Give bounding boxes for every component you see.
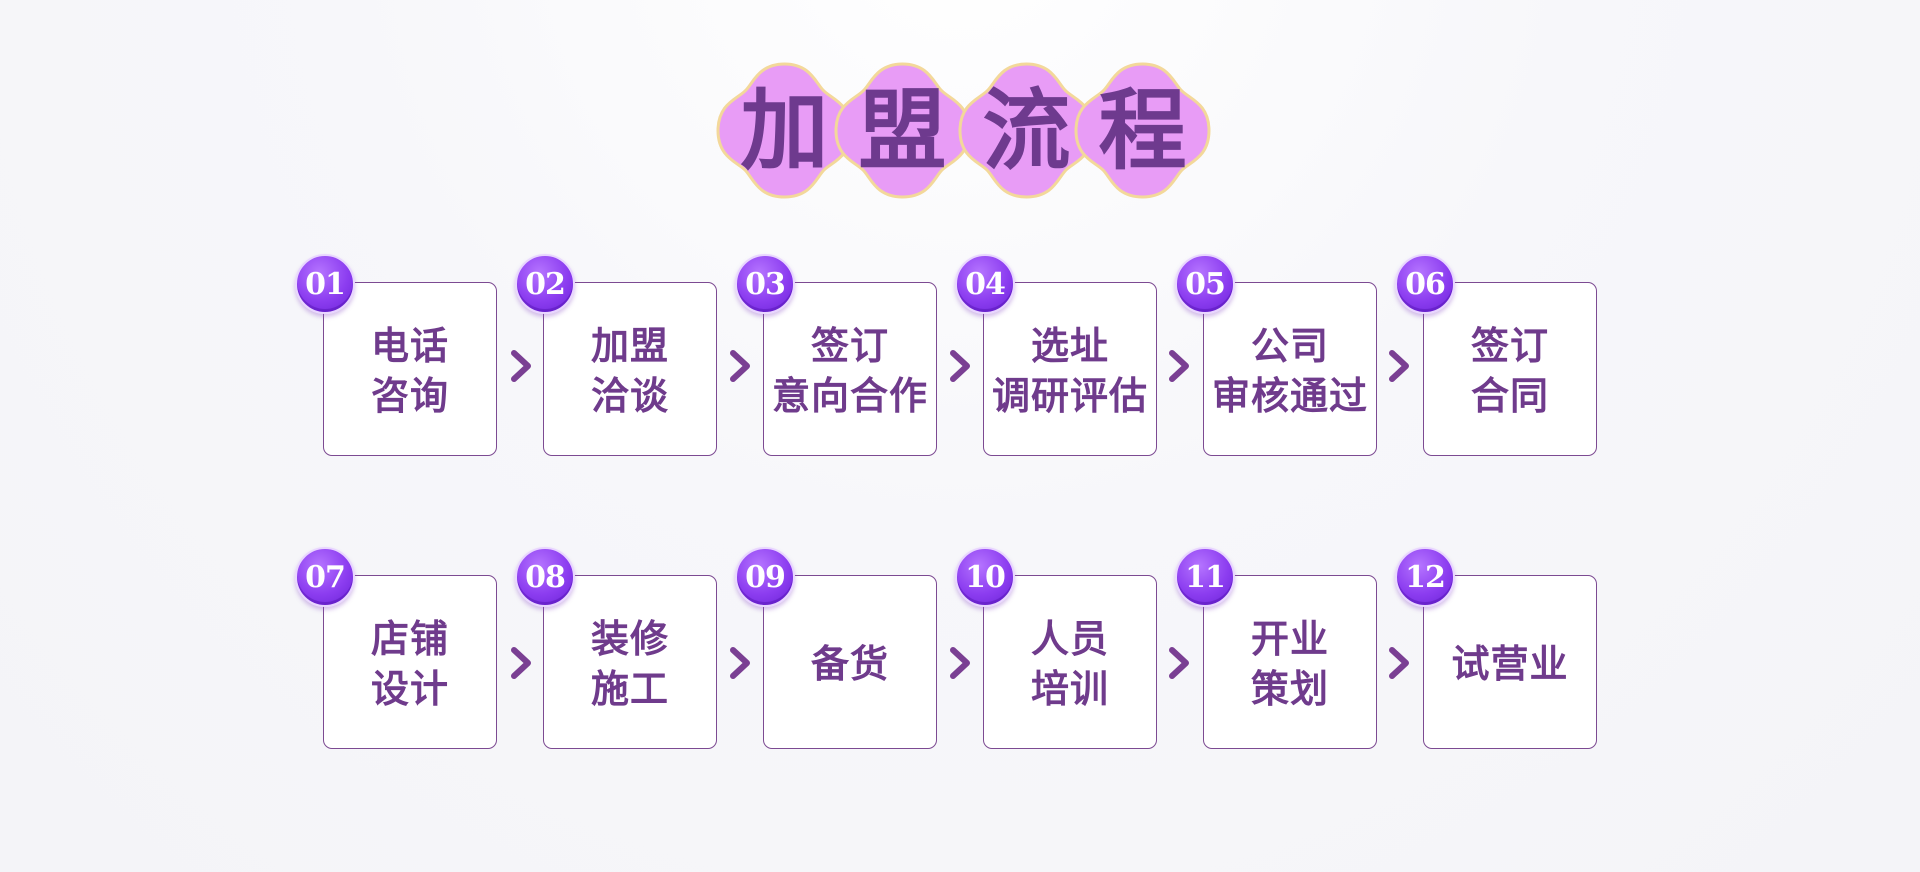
- step-number-badge: 10: [955, 547, 1015, 607]
- step-box: 人员 培训: [983, 575, 1157, 749]
- step-card-04: 选址 调研评估 04: [955, 254, 1159, 458]
- step-card-03: 签订 意向合作 03: [735, 254, 939, 458]
- step-card-11: 开业 策划 11: [1175, 547, 1379, 751]
- step-label: 店铺 设计: [370, 617, 449, 711]
- step-box: 电话 咨询: [323, 282, 497, 456]
- step-box: 开业 策划: [1203, 575, 1377, 749]
- step-box: 选址 调研评估: [983, 282, 1157, 456]
- step-number-badge: 11: [1175, 547, 1235, 607]
- step-card-01: 电话 咨询 01: [295, 254, 499, 458]
- step-card-12: 试营业 12: [1395, 547, 1599, 751]
- step-number: 10: [965, 559, 1006, 595]
- step-card-10: 人员 培训 10: [955, 547, 1159, 751]
- title-bubble-4: 程: [1070, 58, 1215, 203]
- title-char: 流: [982, 79, 1071, 182]
- step-card-02: 加盟 洽谈 02: [515, 254, 719, 458]
- step-label: 签订 合同: [1470, 324, 1549, 418]
- chevron-right-icon: [949, 349, 973, 383]
- chevron-right-icon: [1168, 349, 1192, 383]
- step-label: 试营业: [1451, 642, 1569, 686]
- step-number: 02: [525, 266, 566, 302]
- step-label: 备货: [810, 642, 889, 686]
- step-number-badge: 08: [515, 547, 575, 607]
- step-box: 装修 施工: [543, 575, 717, 749]
- step-number: 01: [305, 266, 346, 302]
- step-label: 选址 调研评估: [991, 324, 1148, 418]
- chevron-right-icon: [1168, 646, 1192, 680]
- chevron-right-icon: [1388, 646, 1412, 680]
- title-char: 程: [1098, 79, 1187, 182]
- step-box: 备货: [763, 575, 937, 749]
- step-box: 店铺 设计: [323, 575, 497, 749]
- title-bubble-1: 加: [712, 58, 857, 203]
- flower-bubble-icon: [716, 62, 853, 199]
- flower-bubble-icon: [1074, 62, 1211, 199]
- step-number-badge: 06: [1395, 254, 1455, 314]
- step-label: 公司 审核通过: [1211, 324, 1368, 418]
- step-label: 人员 培训: [1030, 617, 1109, 711]
- chevron-right-icon: [949, 646, 973, 680]
- step-number-badge: 04: [955, 254, 1015, 314]
- title-bubble-2: 盟: [830, 58, 975, 203]
- step-label: 装修 施工: [590, 617, 669, 711]
- step-number-badge: 02: [515, 254, 575, 314]
- step-number: 09: [745, 559, 786, 595]
- title-char: 盟: [858, 79, 947, 182]
- flower-bubble-icon: [834, 62, 971, 199]
- step-label: 签订 意向合作: [771, 324, 928, 418]
- chevron-right-icon: [729, 349, 753, 383]
- step-number: 12: [1405, 559, 1446, 595]
- step-number: 06: [1405, 266, 1446, 302]
- step-number-badge: 03: [735, 254, 795, 314]
- step-box: 公司 审核通过: [1203, 282, 1377, 456]
- title-bubble-3: 流: [954, 58, 1099, 203]
- step-number-badge: 09: [735, 547, 795, 607]
- step-number: 08: [525, 559, 566, 595]
- step-box: 试营业: [1423, 575, 1597, 749]
- step-label: 开业 策划: [1250, 617, 1329, 711]
- chevron-right-icon: [510, 646, 534, 680]
- chevron-right-icon: [510, 349, 534, 383]
- title-char: 加: [740, 79, 829, 182]
- step-number: 05: [1185, 266, 1226, 302]
- step-number: 04: [965, 266, 1006, 302]
- step-box: 签订 意向合作: [763, 282, 937, 456]
- step-card-09: 备货 09: [735, 547, 939, 751]
- flower-bubble-icon: [958, 62, 1095, 199]
- step-number-badge: 01: [295, 254, 355, 314]
- step-card-08: 装修 施工 08: [515, 547, 719, 751]
- step-card-06: 签订 合同 06: [1395, 254, 1599, 458]
- chevron-right-icon: [1388, 349, 1412, 383]
- step-number: 03: [745, 266, 786, 302]
- step-label: 电话 咨询: [370, 324, 449, 418]
- step-number-badge: 07: [295, 547, 355, 607]
- step-box: 加盟 洽谈: [543, 282, 717, 456]
- step-number: 11: [1185, 559, 1226, 595]
- step-box: 签订 合同: [1423, 282, 1597, 456]
- step-card-07: 店铺 设计 07: [295, 547, 499, 751]
- step-number-badge: 12: [1395, 547, 1455, 607]
- step-card-05: 公司 审核通过 05: [1175, 254, 1379, 458]
- chevron-right-icon: [729, 646, 753, 680]
- page-title: 加 盟 流 程: [712, 58, 1216, 203]
- step-number: 07: [305, 559, 346, 595]
- step-number-badge: 05: [1175, 254, 1235, 314]
- step-label: 加盟 洽谈: [590, 324, 669, 418]
